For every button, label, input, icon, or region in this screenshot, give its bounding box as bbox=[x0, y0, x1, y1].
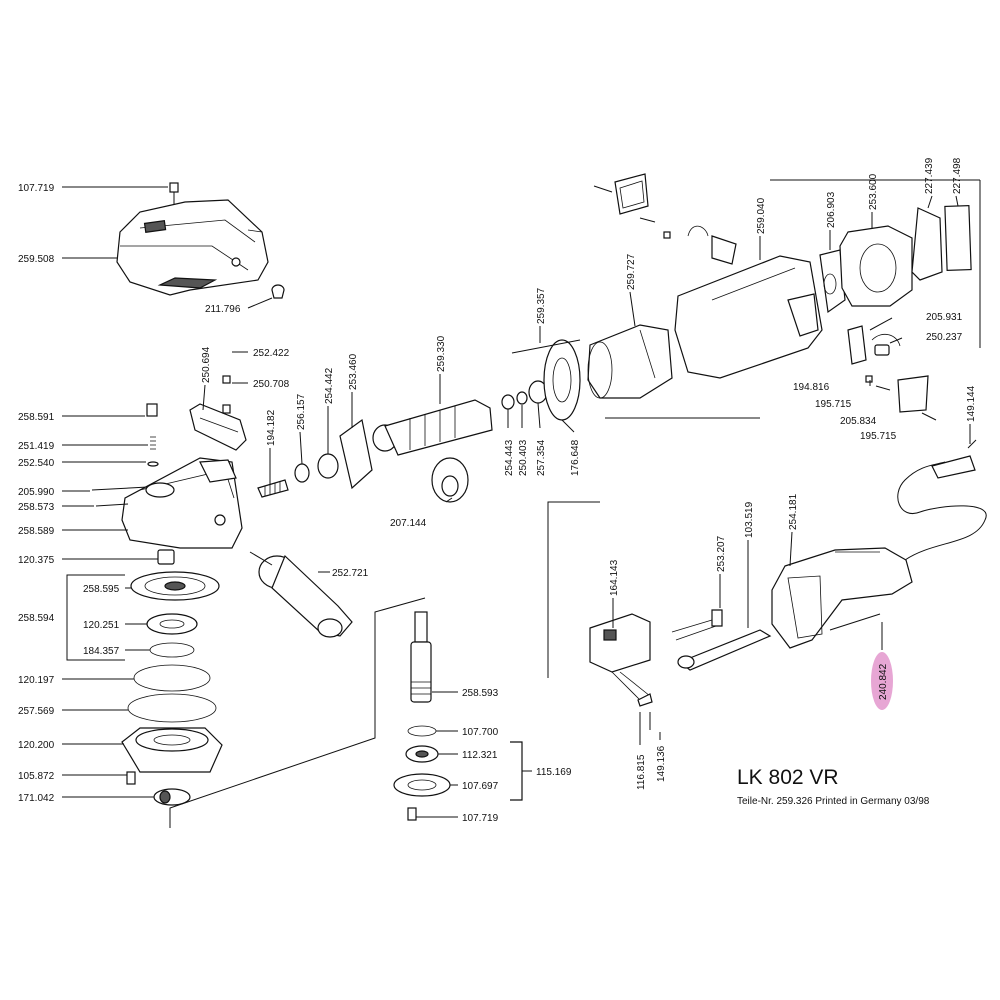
label-120-197: 120.197 bbox=[18, 675, 55, 686]
label-258-593: 258.593 bbox=[462, 688, 499, 699]
highlight-marker bbox=[871, 652, 893, 710]
label-107-719-bottom: 107.719 bbox=[462, 813, 499, 824]
label-195-715-b: 195.715 bbox=[860, 431, 897, 442]
right-label-group: 205.931 250.237 194.816 195.715 205.834 … bbox=[793, 312, 963, 442]
small-screw-parts bbox=[91, 375, 231, 507]
label-252-721: 252.721 bbox=[332, 568, 369, 579]
model-title: LK 802 VR bbox=[737, 766, 839, 789]
label-120-375: 120.375 bbox=[18, 555, 55, 566]
top-cover-part bbox=[116, 199, 269, 296]
label-250-403: 250.403 bbox=[518, 439, 529, 476]
rear-handle-part bbox=[771, 547, 913, 649]
vertical-label-group: 250.694 194.182 256.157 254.442 253.460 … bbox=[201, 157, 977, 790]
power-cable-part bbox=[897, 439, 987, 561]
label-252-422: 252.422 bbox=[253, 348, 290, 359]
label-258-573: 258.573 bbox=[18, 502, 55, 513]
label-257-354: 257.354 bbox=[536, 439, 547, 476]
switch-part bbox=[589, 609, 881, 730]
gear-head-housing-part bbox=[121, 457, 243, 549]
armature-part bbox=[294, 339, 581, 503]
label-254-442: 254.442 bbox=[324, 367, 335, 404]
label-207-144: 207.144 bbox=[390, 518, 427, 529]
label-259-040: 259.040 bbox=[756, 197, 767, 234]
center-label-group: 252.422 250.708 258.593 107.700 112.321 … bbox=[253, 348, 572, 824]
gear-stack-part bbox=[121, 549, 223, 806]
screw-part bbox=[169, 182, 179, 205]
spindle-part bbox=[393, 611, 451, 821]
left-label-column: 107.719 259.508 211.796 258.591 251.419 … bbox=[18, 183, 241, 804]
motor-housing-part bbox=[674, 255, 823, 379]
label-253-460: 253.460 bbox=[348, 353, 359, 390]
label-206-903: 206.903 bbox=[826, 191, 837, 228]
label-176-648: 176.648 bbox=[570, 439, 581, 476]
label-116-815: 116.815 bbox=[636, 754, 647, 790]
label-253-600: 253.600 bbox=[868, 173, 879, 210]
label-259-508: 259.508 bbox=[18, 254, 55, 265]
brush-holder-parts bbox=[593, 173, 737, 265]
label-258-591: 258.591 bbox=[18, 412, 55, 423]
label-259-727: 259.727 bbox=[626, 253, 637, 290]
gear-cover-lever-part bbox=[189, 403, 247, 451]
label-251-419: 251.419 bbox=[18, 441, 55, 452]
label-164-143: 164.143 bbox=[609, 559, 620, 596]
label-184-357: 184.357 bbox=[83, 646, 120, 657]
label-194-182: 194.182 bbox=[266, 409, 277, 446]
label-120-251: 120.251 bbox=[83, 620, 120, 631]
label-254-181: 254.181 bbox=[788, 493, 799, 530]
frame-line-lower bbox=[547, 501, 600, 678]
label-205-931: 205.931 bbox=[926, 312, 963, 323]
label-205-834: 205.834 bbox=[840, 416, 877, 427]
leader-lines bbox=[62, 186, 971, 818]
label-149-136: 149.136 bbox=[656, 745, 667, 782]
label-253-207: 253.207 bbox=[716, 535, 727, 572]
end-cap-parts bbox=[819, 204, 972, 314]
label-107-719: 107.719 bbox=[18, 183, 55, 194]
label-227-439: 227.439 bbox=[924, 157, 935, 194]
label-112-321: 112.321 bbox=[462, 750, 498, 761]
drive-pinion-part bbox=[257, 479, 289, 498]
label-195-715: 195.715 bbox=[815, 399, 852, 410]
label-252-540: 252.540 bbox=[18, 458, 55, 469]
frame-line-bottom bbox=[169, 597, 426, 828]
label-258-589: 258.589 bbox=[18, 526, 55, 537]
label-258-595: 258.595 bbox=[83, 584, 120, 595]
label-259-357: 259.357 bbox=[536, 287, 547, 324]
label-205-990: 205.990 bbox=[18, 487, 55, 498]
label-250-237: 250.237 bbox=[926, 332, 963, 343]
label-194-816: 194.816 bbox=[793, 382, 830, 393]
field-coil-part bbox=[587, 324, 673, 399]
label-120-200: 120.200 bbox=[18, 740, 55, 751]
label-171-042: 171.042 bbox=[18, 793, 55, 804]
label-149-144: 149.144 bbox=[966, 385, 977, 422]
label-240-842: 240.842 bbox=[878, 663, 889, 700]
label-250-694: 250.694 bbox=[201, 346, 212, 383]
switch-side-parts bbox=[847, 325, 937, 421]
label-257-569: 257.569 bbox=[18, 706, 55, 717]
label-107-697: 107.697 bbox=[462, 781, 499, 792]
label-105-872: 105.872 bbox=[18, 771, 55, 782]
label-256-157: 256.157 bbox=[296, 393, 307, 430]
label-103-519: 103.519 bbox=[744, 501, 755, 538]
label-250-708: 250.708 bbox=[253, 379, 290, 390]
label-115-169: 115.169 bbox=[536, 767, 572, 778]
label-107-700: 107.700 bbox=[462, 727, 499, 738]
label-259-330: 259.330 bbox=[436, 335, 447, 372]
label-227-498: 227.498 bbox=[952, 157, 963, 194]
screw-part-small bbox=[271, 284, 285, 299]
label-211-796: 211.796 bbox=[205, 304, 241, 315]
label-254-443: 254.443 bbox=[504, 439, 515, 476]
label-258-594: 258.594 bbox=[18, 613, 55, 624]
side-handle-part bbox=[249, 551, 353, 638]
part-number-caption: Teile-Nr. 259.326 Printed in Germany 03/… bbox=[737, 796, 930, 807]
bracket-115-169 bbox=[510, 741, 523, 801]
